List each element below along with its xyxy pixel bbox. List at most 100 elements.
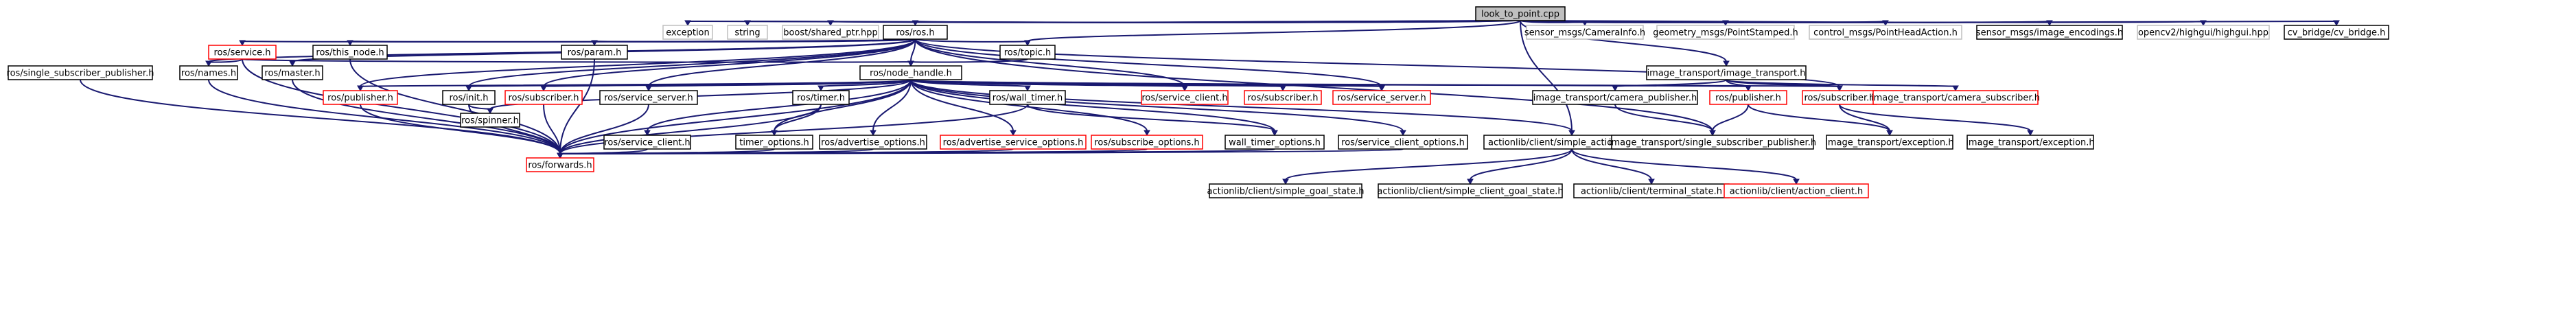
edge-arrowhead bbox=[1745, 85, 1752, 92]
node-it-main[interactable]: image_transport/image_transport.h bbox=[1646, 65, 1807, 80]
edge-line bbox=[1520, 20, 2337, 23]
edge-node_handle-to-timer bbox=[817, 79, 912, 92]
node-node-handle[interactable]: ros/node_handle.h bbox=[859, 65, 962, 80]
node-this-node[interactable]: ros/this_node.h bbox=[312, 45, 388, 60]
edge-line bbox=[910, 79, 1148, 132]
edge-arrowhead bbox=[744, 20, 751, 27]
node-string[interactable]: string bbox=[727, 25, 768, 40]
edge-arrowhead bbox=[644, 130, 651, 137]
node-init[interactable]: ros/init.h bbox=[442, 90, 496, 105]
node-root[interactable]: look_to_point.cpp bbox=[1475, 6, 1566, 21]
edge-line bbox=[1470, 148, 1573, 181]
edge-root-to-cv_bridge bbox=[1520, 20, 2340, 27]
node-exception[interactable]: exception bbox=[662, 25, 713, 40]
node-box bbox=[526, 157, 594, 172]
node-simple-client-goal-state[interactable]: actionlib/client/simple_client_goal_stat… bbox=[1377, 183, 1564, 198]
node-it-exception-l[interactable]: image_transport/exception.h bbox=[1825, 135, 1954, 150]
node-names[interactable]: ros/names.h bbox=[179, 65, 238, 80]
node-camerainfo[interactable]: sensor_msgs/CameraInfo.h bbox=[1524, 25, 1645, 40]
edge-arrowhead bbox=[357, 85, 364, 92]
node-box bbox=[1646, 65, 1807, 80]
node-forwards[interactable]: ros/forwards.h bbox=[526, 157, 594, 172]
node-box bbox=[1709, 90, 1787, 105]
edge-service_client_options-to-forwards bbox=[557, 148, 1404, 159]
edge-node_handle-to-adv_service_options bbox=[910, 79, 1017, 137]
node-service-client-options[interactable]: ros/service_client_options.h bbox=[1338, 135, 1468, 150]
edge-arrowhead bbox=[1836, 85, 1843, 92]
node-wall-timer-options[interactable]: wall_timer_options.h bbox=[1225, 135, 1325, 150]
node-it-single-sub-pub[interactable]: image_transport/single_subscriber_publis… bbox=[1609, 135, 1816, 150]
node-it-camera-pub[interactable]: image_transport/camera_publisher.h bbox=[1532, 90, 1698, 105]
node-label: ros/service_server.h bbox=[1337, 93, 1426, 104]
edge-line bbox=[914, 38, 1028, 43]
edge-line bbox=[914, 38, 1382, 87]
node-shared-ptr[interactable]: boost/shared_ptr.hpp bbox=[782, 25, 879, 40]
node-img-enc[interactable]: sensor_msgs/image_encodings.h bbox=[1976, 25, 2123, 40]
node-pointhead[interactable]: control_msgs/PointHeadAction.h bbox=[1809, 25, 1962, 40]
node-box bbox=[792, 90, 850, 105]
node-box bbox=[208, 45, 277, 60]
edge-arrowhead bbox=[1952, 85, 1959, 92]
node-highgui[interactable]: opencv2/highgui/highgui.hpp bbox=[2137, 25, 2270, 40]
node-master[interactable]: ros/master.h bbox=[262, 65, 323, 80]
edge-arrowhead bbox=[289, 60, 296, 67]
node-service-server-l[interactable]: ros/service_server.h bbox=[599, 90, 698, 105]
node-action-client[interactable]: actionlib/client/action_client.h bbox=[1724, 183, 1869, 198]
node-timer[interactable]: ros/timer.h bbox=[792, 90, 850, 105]
node-label: geometry_msgs/PointStamped.h bbox=[1653, 28, 1798, 38]
edge-arrowhead bbox=[1271, 130, 1278, 137]
node-it-camera-sub[interactable]: image_transport/camera_subscriber.h bbox=[1871, 90, 2040, 105]
node-publisher-l[interactable]: ros/publisher.h bbox=[323, 90, 398, 105]
header-nodes: look_to_point.cpp exception string boost/sh… bbox=[7, 6, 2389, 198]
node-box bbox=[262, 65, 323, 80]
node-pointstamped[interactable]: geometry_msgs/PointStamped.h bbox=[1653, 25, 1798, 40]
node-single-sub-pub[interactable]: ros/single_subscriber_publisher.h bbox=[7, 65, 154, 80]
node-label: image_transport/exception.h bbox=[1825, 138, 1953, 148]
node-adv-service-options[interactable]: ros/advertise_service_options.h bbox=[940, 135, 1087, 150]
node-ros-h[interactable]: ros/ros.h bbox=[883, 25, 948, 40]
node-param[interactable]: ros/param.h bbox=[561, 45, 628, 60]
edge-it_main-to-it_camera_sub bbox=[1726, 79, 1959, 92]
edge-line bbox=[468, 79, 912, 87]
node-subscriber-l[interactable]: ros/subscriber.h bbox=[504, 90, 583, 105]
node-label: ros/names.h bbox=[181, 69, 236, 79]
node-cv-bridge[interactable]: cv_bridge/cv_bridge.h bbox=[2284, 25, 2389, 40]
node-it-subscriber[interactable]: ros/subscriber.h bbox=[1802, 90, 1877, 105]
node-it-exception-r[interactable]: image_transport/exception.h bbox=[1966, 135, 2095, 150]
node-service-client-l[interactable]: ros/service_client.h bbox=[603, 135, 691, 150]
node-service[interactable]: ros/service.h bbox=[208, 45, 277, 60]
node-label: image_transport/exception.h bbox=[1966, 138, 2094, 148]
node-label: ros/service_server.h bbox=[604, 93, 693, 104]
node-wall-timer[interactable]: ros/wall_timer.h bbox=[989, 90, 1066, 105]
node-service-client-r[interactable]: ros/service_client.h bbox=[1141, 90, 1229, 105]
node-box bbox=[561, 45, 628, 60]
edge-init-to-forwards bbox=[468, 104, 564, 159]
edge-arrowhead bbox=[1024, 85, 1031, 92]
node-spinner[interactable]: ros/spinner.h bbox=[460, 113, 520, 128]
node-box bbox=[1872, 90, 2039, 105]
node-it-publisher[interactable]: ros/publisher.h bbox=[1709, 90, 1787, 105]
node-subscribe-options[interactable]: ros/subscribe_options.h bbox=[1091, 135, 1203, 150]
node-box bbox=[312, 45, 388, 60]
node-timer-options[interactable]: timer_options.h bbox=[735, 135, 813, 150]
edge-line bbox=[559, 104, 649, 154]
edge-line bbox=[872, 79, 912, 132]
node-advertise-options[interactable]: ros/advertise_options.h bbox=[819, 135, 927, 150]
edge-arrowhead bbox=[2027, 130, 2034, 137]
node-subscriber-r[interactable]: ros/subscriber.h bbox=[1244, 90, 1322, 105]
edge-it_subscriber-to-it_exception_l bbox=[1839, 104, 1893, 137]
node-service-server-r[interactable]: ros/service_server.h bbox=[1332, 90, 1431, 105]
edge-arrowhead bbox=[684, 20, 691, 27]
edge-arrowhead bbox=[205, 60, 212, 67]
node-box bbox=[603, 135, 691, 150]
edge-arrowhead bbox=[645, 85, 652, 92]
edge-line bbox=[910, 79, 1014, 132]
node-label: ros/service.h bbox=[213, 48, 270, 58]
node-box bbox=[179, 65, 238, 80]
node-simple-goal-state[interactable]: actionlib/client/simple_goal_state.h bbox=[1207, 183, 1365, 198]
node-box bbox=[323, 90, 398, 105]
edge-root-to-ros_h bbox=[912, 20, 1521, 27]
node-topic[interactable]: ros/topic.h bbox=[999, 45, 1056, 60]
edge-simple_action_client-to-simple_client_goal_state bbox=[1467, 148, 1573, 185]
node-terminal-state[interactable]: actionlib/client/terminal_state.h bbox=[1573, 183, 1730, 198]
